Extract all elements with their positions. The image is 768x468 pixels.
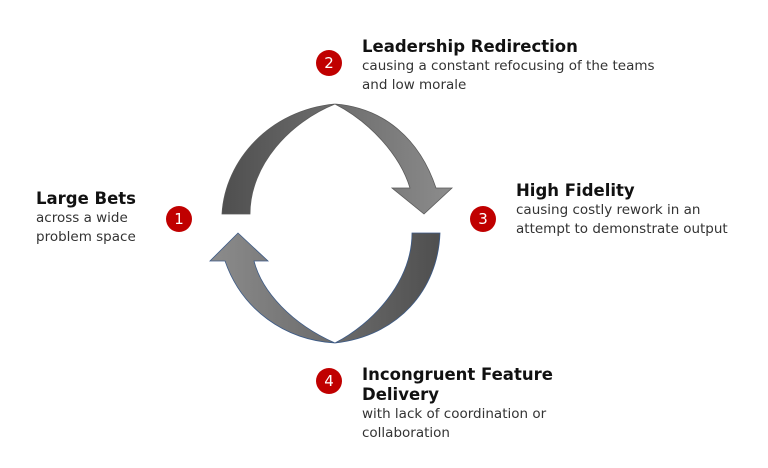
step-title: Incongruent Feature Delivery — [362, 365, 553, 404]
step-description: across a wide problem space — [36, 210, 136, 245]
arrow-top-arc — [221, 103, 454, 215]
step-description: causing costly rework in an attempt to d… — [516, 202, 728, 237]
step-large-bets: Large Bets across a wide problem space — [36, 189, 166, 247]
step-title: High Fidelity — [516, 181, 635, 200]
step-incongruent-feature-delivery: Incongruent Feature Delivery with lack o… — [362, 365, 582, 443]
step-title: Leadership Redirection — [362, 37, 578, 56]
step-number-badge: 3 — [470, 206, 496, 232]
step-leadership-redirection: Leadership Redirection causing a constan… — [362, 37, 662, 95]
step-description: causing a constant refocusing of the tea… — [362, 58, 655, 93]
arrow-bottom-arc — [209, 232, 441, 344]
step-title: Large Bets — [36, 189, 137, 208]
step-number-badge: 1 — [166, 206, 192, 232]
step-number-badge: 4 — [316, 368, 342, 394]
step-description: with lack of coordination or collaborati… — [362, 406, 547, 441]
step-high-fidelity: High Fidelity causing costly rework in a… — [516, 181, 736, 239]
step-number-badge: 2 — [316, 50, 342, 76]
